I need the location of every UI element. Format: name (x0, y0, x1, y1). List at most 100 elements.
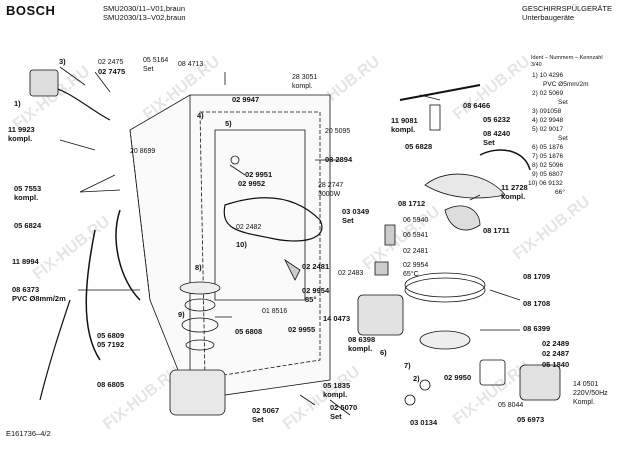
model-line-2: SMU2030/13–V02,braun (103, 13, 186, 22)
callout: 6) (380, 348, 387, 357)
part-label: 03 0134 (410, 418, 438, 427)
part-label: 02 9955 (288, 325, 316, 334)
part-label: 11 9081 (391, 116, 418, 125)
callout: 4) (197, 111, 204, 120)
part-label: Set (330, 412, 342, 421)
brand-logo: BOSCH (6, 3, 56, 18)
part-label: 08 1711 (483, 226, 510, 235)
callout: 10) (236, 240, 247, 249)
part-label: 02 2483 (338, 270, 364, 277)
part-label: 02 2481 (403, 248, 429, 255)
callout: 3) (59, 57, 66, 66)
part-label: 05 1840 (542, 360, 570, 369)
part-label: 14 0473 (323, 314, 351, 323)
part-label: 08 1709 (523, 272, 551, 281)
part-label: 02 2475 (98, 59, 124, 66)
part-label: 11 2728 (501, 183, 528, 192)
part-label: 02 2481 (302, 262, 330, 271)
callout: 9) (178, 310, 185, 319)
part-label: 08 6466 (463, 101, 491, 110)
part-label: 08 6373 (12, 285, 40, 294)
part-label: 02 2482 (236, 224, 262, 231)
part-label: 02 5067 (252, 406, 280, 415)
part-label: 28 3051 (292, 74, 318, 81)
callout: 8) (195, 263, 202, 272)
pump-housing (169, 369, 226, 416)
part-label: 28 2747 (318, 182, 344, 189)
part-label: 02 9952 (238, 179, 266, 188)
ident-title: Ident – Nummern – Kennzahl (531, 55, 603, 61)
part-label: 08 6398 (348, 335, 376, 344)
ident-line: Set (558, 99, 568, 106)
part-label: 05 6808 (235, 327, 263, 336)
part-label: 01 8516 (262, 308, 288, 315)
lower-spray-arm (424, 173, 506, 199)
ident-code: 3/40 (531, 62, 542, 68)
callout: 2) (413, 374, 420, 383)
inlet-valve (29, 69, 59, 97)
category-line-2: Unterbaugeräte (522, 13, 575, 22)
part-label: 08 4713 (178, 61, 204, 68)
part-label: 220V/50Hz (573, 390, 608, 397)
part-label: kompl. (501, 192, 526, 201)
part-label: 02 9951 (245, 170, 273, 179)
part-label: 65°C (403, 271, 419, 278)
ident-line: 66° (555, 189, 565, 196)
callout: 5) (225, 119, 232, 128)
hose (115, 209, 141, 301)
ident-line: 1) 10 4296 (532, 72, 564, 79)
part-label: 05 6232 (483, 115, 511, 124)
part-label: 3000W (318, 191, 341, 198)
part-label: 08 6805 (97, 380, 125, 389)
part-label: 08 1712 (398, 199, 426, 208)
ident-line: 9) 05 6807 (532, 171, 564, 178)
part-label: 05 5164 (143, 57, 169, 64)
part-label: 05 8044 (498, 402, 524, 409)
ident-line: 7) 05 1876 (532, 153, 564, 160)
part-label: 05 6824 (14, 221, 42, 230)
ident-line: PVC Ø5mm/2m (543, 81, 589, 88)
part-label: kompl. (391, 125, 416, 134)
part-label: Set (483, 138, 495, 147)
part-label: kompl. (8, 134, 33, 143)
part-label: 02 2487 (542, 349, 570, 358)
part-label: 05 6973 (517, 415, 545, 424)
part-label: 05 6809 (97, 331, 125, 340)
part-label: 02 5070 (330, 403, 358, 412)
part-label: 05 7553 (14, 184, 42, 193)
ident-line: 4) 02 9948 (532, 117, 564, 124)
spray-connector (429, 104, 441, 131)
model-line-1: SMU2030/11–V01,braun (103, 4, 186, 13)
part-label: 08 6399 (523, 324, 551, 333)
heater-element (223, 197, 323, 242)
callout: 7) (404, 361, 411, 370)
part-label: kompl. (323, 390, 348, 399)
part-label: 05 7192 (97, 340, 125, 349)
ident-line: 5) 02 9017 (532, 126, 564, 133)
ident-line: 10) 06 9132 (528, 180, 563, 187)
part-label: Set (342, 216, 354, 225)
part-label: 11 8994 (12, 257, 39, 266)
part-label: 02 9954 (403, 262, 429, 269)
ident-line: 8) 02 5096 (532, 162, 564, 169)
part-label: 20 8699 (130, 148, 156, 155)
circulation-motor (357, 294, 404, 336)
part-label: PVC Ø8mm/2m (12, 294, 66, 303)
part-label: Kompl. (573, 399, 595, 406)
part-label: 02 9947 (232, 95, 260, 104)
part-label: kompl. (14, 193, 39, 202)
part-label: 03 0349 (342, 207, 370, 216)
part-label: 20 5095 (325, 128, 351, 135)
part-label: 08 1708 (523, 299, 551, 308)
filter-ring (404, 277, 486, 303)
tub-body (129, 94, 331, 401)
part-label: 08 4240 (483, 129, 511, 138)
part-label: kompl. (348, 344, 373, 353)
part-label: 06 5941 (403, 232, 429, 239)
part-label: 05 1835 (323, 381, 351, 390)
part-label: 14 0501 (573, 381, 599, 388)
part-label: Set (143, 66, 154, 73)
part-label: 06 5940 (403, 217, 429, 224)
